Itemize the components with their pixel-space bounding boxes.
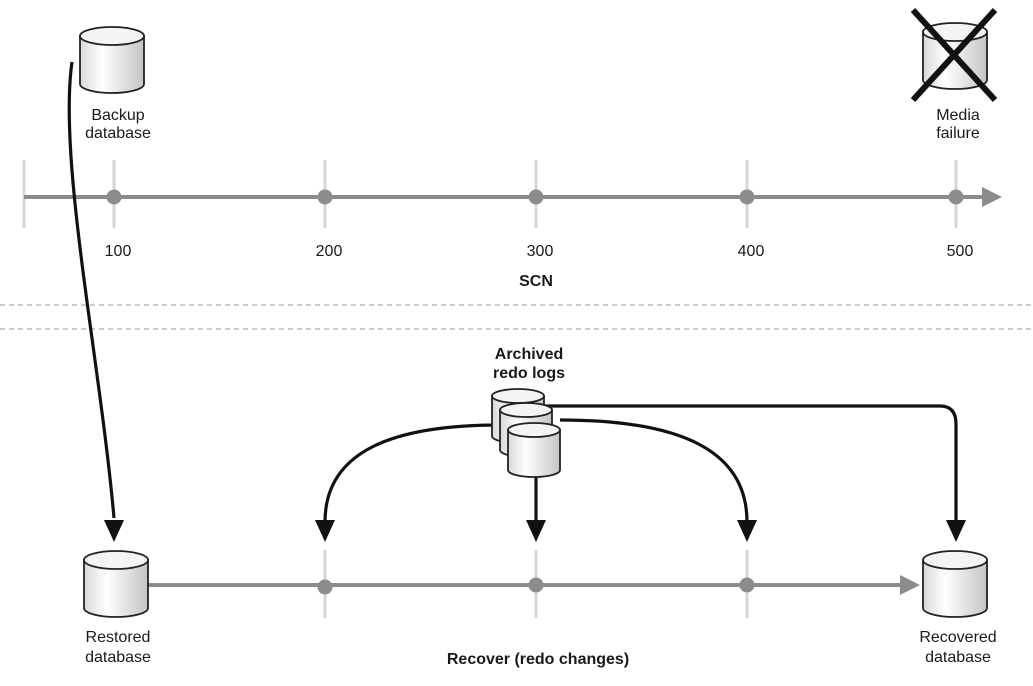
media-failure-label-line2: failure	[936, 125, 980, 142]
recovered-database-icon	[922, 550, 988, 618]
recovery-timeline	[148, 550, 920, 618]
recovered-label-line1: Recovered	[919, 629, 996, 646]
scn-tick-300: 300	[527, 243, 554, 260]
recovered-label-line2: database	[925, 649, 991, 666]
scn-tick-500: 500	[947, 243, 974, 260]
scn-timeline	[22, 160, 1002, 228]
recovery-point-3	[739, 577, 755, 593]
scn-point-200	[317, 189, 333, 205]
scn-point-100	[106, 189, 122, 205]
archived-label-line1: Archived	[495, 346, 563, 363]
restored-database-icon	[83, 550, 149, 618]
backup-label-line1: Backup	[91, 107, 144, 124]
restore-arrowhead	[104, 520, 124, 542]
archived-redo-logs-icon	[491, 388, 561, 478]
backup-label-line2: database	[85, 125, 151, 142]
restored-label-line2: database	[85, 649, 151, 666]
restore-arrow	[67, 61, 116, 519]
recovery-point-1	[317, 579, 333, 595]
failed-database-icon	[910, 7, 998, 103]
media-failure-label-line1: Media	[936, 107, 980, 124]
scn-point-400	[739, 189, 755, 205]
scn-tick-100: 100	[105, 243, 132, 260]
redo-arrows	[315, 404, 966, 542]
recover-process-label: Recover (redo changes)	[447, 651, 629, 668]
archived-label-line2: redo logs	[493, 365, 565, 382]
recovery-point-2	[528, 577, 544, 593]
scn-tick-400: 400	[738, 243, 765, 260]
restored-label-line1: Restored	[86, 629, 151, 646]
scn-axis-title: SCN	[519, 273, 553, 290]
scn-point-500	[948, 189, 964, 205]
scn-point-300	[528, 189, 544, 205]
backup-database-icon	[79, 26, 145, 94]
scn-tick-200: 200	[316, 243, 343, 260]
